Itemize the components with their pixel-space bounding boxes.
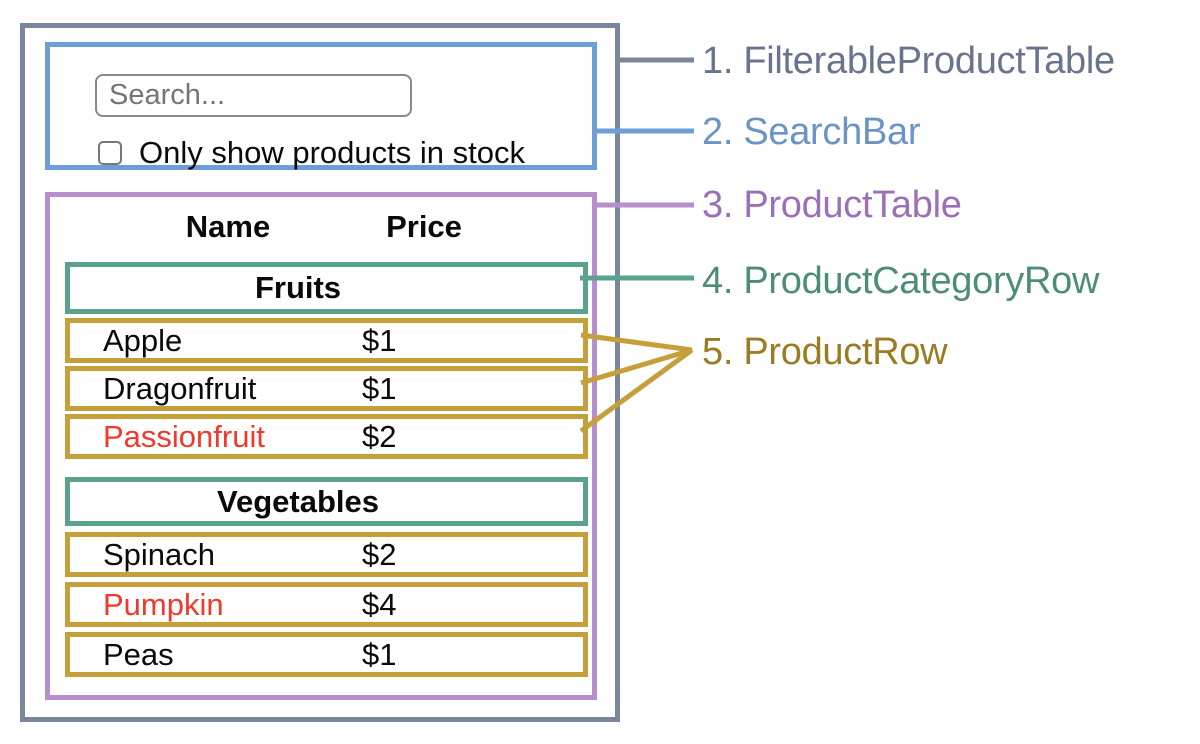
product-name: Spinach <box>103 536 216 572</box>
product-table-box: Name Price Fruits Apple $1 Dragonfruit $… <box>45 192 597 700</box>
product-row: Apple $1 <box>65 318 588 363</box>
product-price: $4 <box>362 586 397 622</box>
stock-filter: Only show products in stock <box>98 135 525 170</box>
product-name: Passionfruit <box>103 418 265 454</box>
product-category-row: Vegetables <box>65 477 588 526</box>
in-stock-checkbox[interactable] <box>98 141 122 165</box>
legend-product-category-row: 4. ProductCategoryRow <box>702 260 1100 302</box>
legend-filterable-product-table: 1. FilterableProductTable <box>702 40 1115 82</box>
product-row: Dragonfruit $1 <box>65 366 588 411</box>
search-input[interactable] <box>95 74 412 117</box>
legend-product-row: 5. ProductRow <box>702 331 948 373</box>
product-name: Peas <box>103 636 174 672</box>
product-row: Spinach $2 <box>65 532 588 577</box>
legend-product-table: 3. ProductTable <box>702 184 962 226</box>
product-price: $1 <box>362 322 397 358</box>
product-row: Peas $1 <box>65 632 588 677</box>
category-label: Fruits <box>254 270 342 305</box>
product-price: $1 <box>362 370 397 406</box>
product-row: Passionfruit $2 <box>65 414 588 459</box>
column-header-price: Price <box>386 209 462 244</box>
product-row: Pumpkin $4 <box>65 582 588 627</box>
in-stock-checkbox-label: Only show products in stock <box>139 135 525 170</box>
product-price: $1 <box>362 636 397 672</box>
product-category-row: Fruits <box>65 262 588 314</box>
product-name: Dragonfruit <box>103 370 257 406</box>
product-price: $2 <box>362 418 397 454</box>
column-header-name: Name <box>185 209 271 244</box>
product-price: $2 <box>362 536 397 572</box>
product-name: Apple <box>103 322 183 358</box>
legend-search-bar: 2. SearchBar <box>702 111 921 153</box>
search-bar-box: Only show products in stock <box>45 42 597 170</box>
category-label: Vegetables <box>217 483 379 519</box>
product-name: Pumpkin <box>103 586 224 622</box>
